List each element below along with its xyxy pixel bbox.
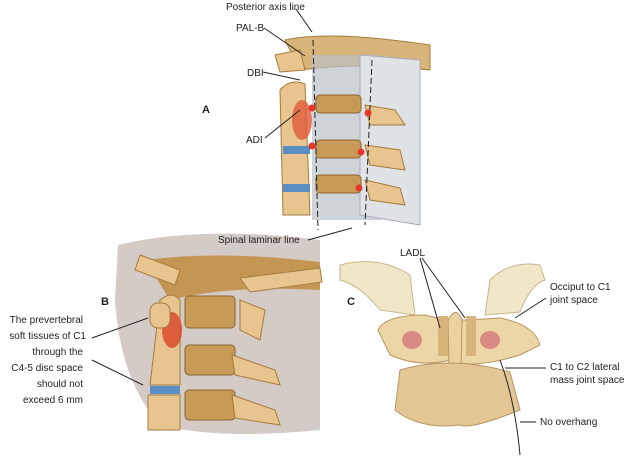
label-dbi: DBI xyxy=(247,68,264,79)
note-line: through the xyxy=(32,347,83,358)
label-no-overhang: No overhang xyxy=(540,417,597,428)
label-ladl: LADL xyxy=(400,248,425,259)
label-pal-b: PAL-B xyxy=(236,23,264,34)
label-occiput-c1-line1: Occiput to C1 xyxy=(550,282,611,293)
label-spinal-laminar-line: Spinal laminar line xyxy=(218,235,300,246)
note-line: The prevertebral xyxy=(10,315,83,326)
label-posterior-axis-line: Posterior axis line xyxy=(226,2,305,13)
panel-c-letter: C xyxy=(347,296,355,308)
panel-a-letter: A xyxy=(202,104,210,116)
note-line: C4-5 disc space xyxy=(11,363,83,374)
prevertebral-note: The prevertebral soft tissues of C1 thro… xyxy=(9,315,86,406)
panel-a-illustration xyxy=(274,35,431,231)
note-line: exceed 6 mm xyxy=(23,395,83,406)
label-c1-c2-line2: mass joint space xyxy=(550,375,625,386)
panel-b-illustration xyxy=(115,233,323,434)
label-c1-c2-line1: C1 to C2 lateral xyxy=(550,362,619,373)
panel-b-letter: B xyxy=(101,296,109,308)
label-occiput-c1-line2: joint space xyxy=(549,295,598,306)
note-line: soft tissues of C1 xyxy=(9,331,86,342)
panel-c-illustration xyxy=(339,261,546,427)
note-line: should not xyxy=(37,379,83,390)
label-adi: ADI xyxy=(246,135,263,146)
